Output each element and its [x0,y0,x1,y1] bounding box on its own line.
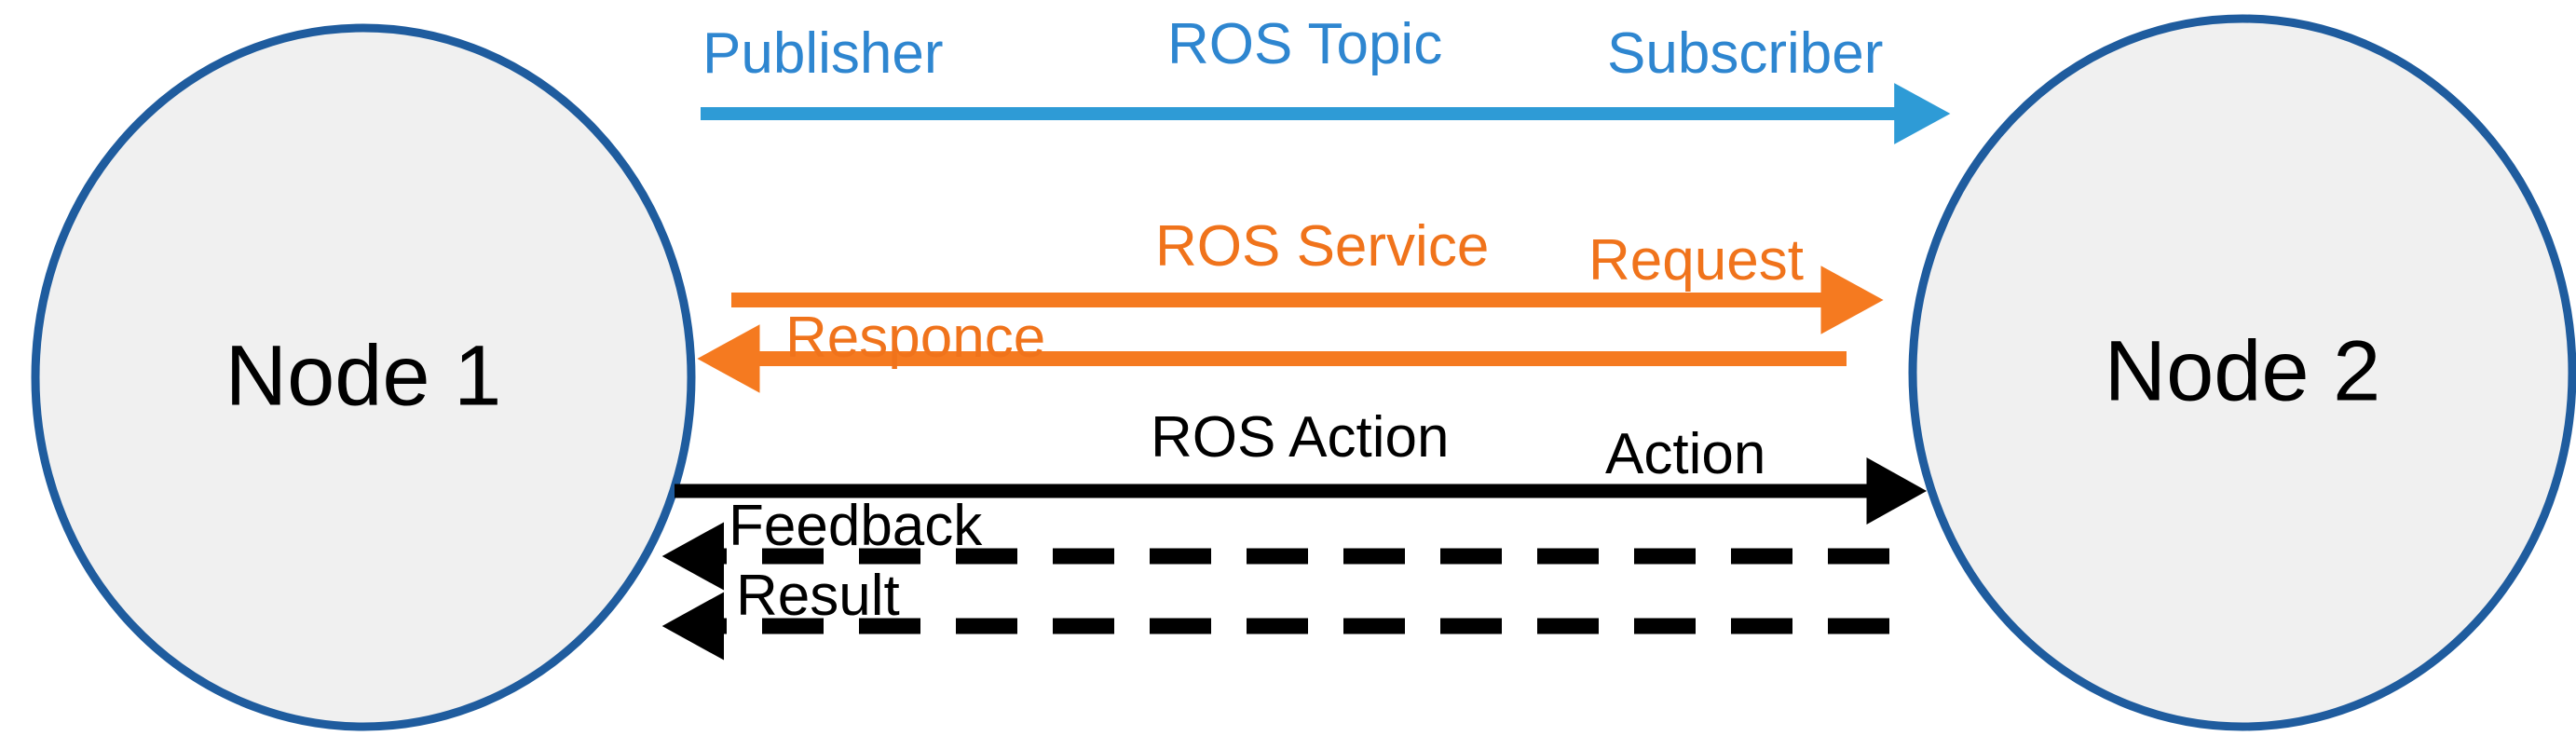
node-1-label: Node 1 [225,328,502,423]
ros-service-connection[interactable]: ROS Service Request Responce [697,214,1884,393]
ros-topic-label: ROS Topic [1167,12,1442,76]
action-label: Action [1605,422,1765,486]
publisher-label: Publisher [702,21,943,86]
ros-action-label: ROS Action [1151,405,1449,470]
subscriber-label: Subscriber [1607,21,1883,86]
node-1-group[interactable]: Node 1 [31,23,696,731]
ros-topic-connection[interactable]: Publisher ROS Topic Subscriber [701,12,1951,144]
node-2-circle[interactable] [1908,14,2576,731]
ros-service-label: ROS Service [1155,214,1489,279]
ros-action-connection[interactable]: ROS Action Action Feedback Result [661,405,1927,661]
node-2-label: Node 2 [2105,323,2381,418]
request-label: Request [1588,228,1804,293]
result-label: Result [736,564,900,628]
node-2-group[interactable]: Node 2 [1908,14,2576,731]
feedback-label: Feedback [729,494,983,558]
node-1-circle[interactable] [31,23,696,731]
responce-label: Responce [785,306,1045,370]
